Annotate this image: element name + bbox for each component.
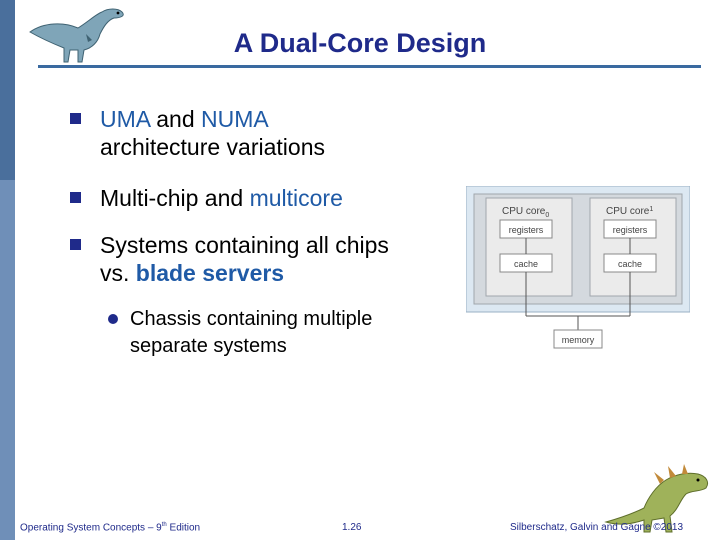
footer-right: Silberschatz, Galvin and Gagne ©2013 — [510, 522, 684, 533]
dinosaur-icon — [604, 464, 709, 533]
bullet-marker — [70, 113, 81, 124]
sub-bullet-marker — [108, 314, 118, 324]
multichip-text: Multi-chip and — [100, 185, 250, 211]
left-accent-bar-light — [0, 180, 15, 540]
dual-core-diagram-svg: CPU core0 CPU core1 registers registers … — [465, 185, 691, 349]
memory-label: memory — [562, 335, 595, 345]
dinosaur-icon — [29, 8, 124, 63]
cache-1: cache — [618, 259, 642, 269]
uma-term: UMA — [100, 106, 150, 132]
footer-page-number: 1.26 — [342, 522, 362, 533]
left-accent-bar — [0, 0, 15, 540]
registers-0: registers — [509, 225, 544, 235]
blade-servers-term: blade servers — [135, 260, 285, 286]
footer-left-text: Operating System Concepts – 9 — [20, 522, 162, 534]
bullet-1-line-2: architecture variations — [100, 134, 325, 160]
bullet-3-line-1: Systems containing all chips — [100, 232, 389, 258]
sub-bullet-line-2: separate systems — [130, 335, 287, 357]
core0-label: CPU core0 — [502, 206, 549, 219]
title-underline — [38, 65, 701, 68]
footer-left-edition: Edition — [166, 522, 201, 534]
registers-1: registers — [613, 225, 648, 235]
numa-term: NUMA — [201, 106, 269, 132]
bullet-marker — [70, 239, 81, 250]
footer-left: Operating System Concepts – 9th Edition — [20, 522, 200, 533]
and-text: and — [149, 106, 201, 132]
core1-label: CPU core1 — [606, 206, 653, 217]
vs-text: vs. — [100, 260, 136, 286]
dual-core-diagram: CPU core0 CPU core1 registers registers … — [465, 185, 691, 354]
footer-left-sup: th — [161, 522, 167, 528]
multicore-term: multicore — [249, 185, 343, 211]
cache-0: cache — [514, 259, 538, 269]
sub-bullet-line-1: Chassis containing multiple — [130, 308, 373, 330]
bullet-marker — [70, 192, 81, 203]
slide-title: A Dual-Core Design — [233, 28, 487, 58]
